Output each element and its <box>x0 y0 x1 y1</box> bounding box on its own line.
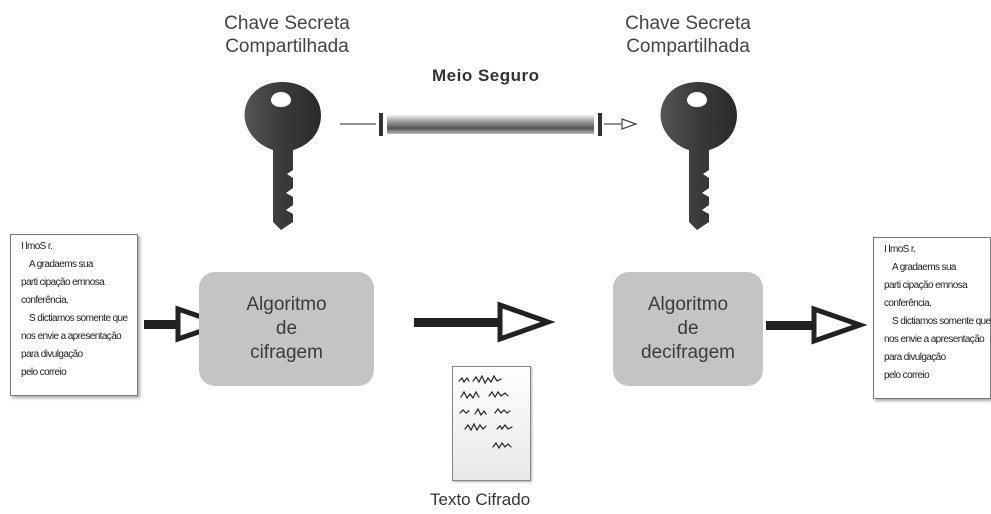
doc-line: A gradaems sua <box>892 262 956 273</box>
doc-line: para divulgação <box>884 352 946 363</box>
right-key-label-line1: Chave Secreta <box>625 13 751 34</box>
decrypt-label-line2: de <box>677 318 699 339</box>
scribble-text-icon <box>458 374 513 450</box>
doc-line: S dictiamos somente que <box>29 313 128 324</box>
decrypt-label-line1: Algoritmo <box>647 294 729 315</box>
encrypt-label-line2: de <box>275 318 298 339</box>
decryption-algorithm-box: Algoritmo de decifragem <box>613 272 763 386</box>
decrypt-label-line3: decifragem <box>641 342 735 363</box>
left-key-icon <box>244 82 321 230</box>
encryption-algorithm-box: Algoritmo de cifragem <box>199 272 374 386</box>
encrypt-label-line1: Algoritmo <box>246 294 327 315</box>
doc-line: A gradaems sua <box>29 259 93 270</box>
encrypt-label-line3: cifragem <box>250 342 323 363</box>
plaintext-document-left: I lmoS r. A gradaems sua parti cipação e… <box>10 234 138 396</box>
ciphertext-label: Texto Cifrado <box>430 490 531 509</box>
left-key-label-line1: Chave Secreta <box>224 13 350 34</box>
secure-channel-tube <box>340 113 638 136</box>
right-key-label-line2: Compartilhada <box>626 36 750 57</box>
arrow-encrypt-to-cipher <box>414 301 556 343</box>
doc-line: I lmoS r. <box>884 244 916 255</box>
doc-line: S dictiamos somente que <box>892 316 991 327</box>
left-key-label: Chave Secreta Compartilhada <box>187 12 387 58</box>
doc-line: para divulgação <box>21 349 83 360</box>
plaintext-document-right: I lmoS r. A gradaems sua parti cipação e… <box>873 237 991 399</box>
doc-line: I lmoS r. <box>21 241 53 252</box>
secure-channel-label: Meio Seguro <box>432 66 540 85</box>
doc-line: parti cipação emnosa <box>884 280 968 291</box>
doc-line: pelo correio <box>884 370 930 381</box>
right-key-icon <box>660 82 737 230</box>
arrow-decrypt-to-plaintext <box>766 305 868 345</box>
doc-line: nos envie a apresentação <box>21 331 122 342</box>
doc-line: pelo correio <box>21 367 67 378</box>
doc-line: nos envie a apresentação <box>884 334 985 345</box>
left-key-label-line2: Compartilhada <box>225 36 349 57</box>
doc-line: conferência. <box>21 295 69 306</box>
doc-line: conferência. <box>884 298 932 309</box>
ciphertext-document <box>452 366 531 481</box>
doc-line: parti cipação emnosa <box>21 277 105 288</box>
right-key-label: Chave Secreta Compartilhada <box>588 12 788 58</box>
